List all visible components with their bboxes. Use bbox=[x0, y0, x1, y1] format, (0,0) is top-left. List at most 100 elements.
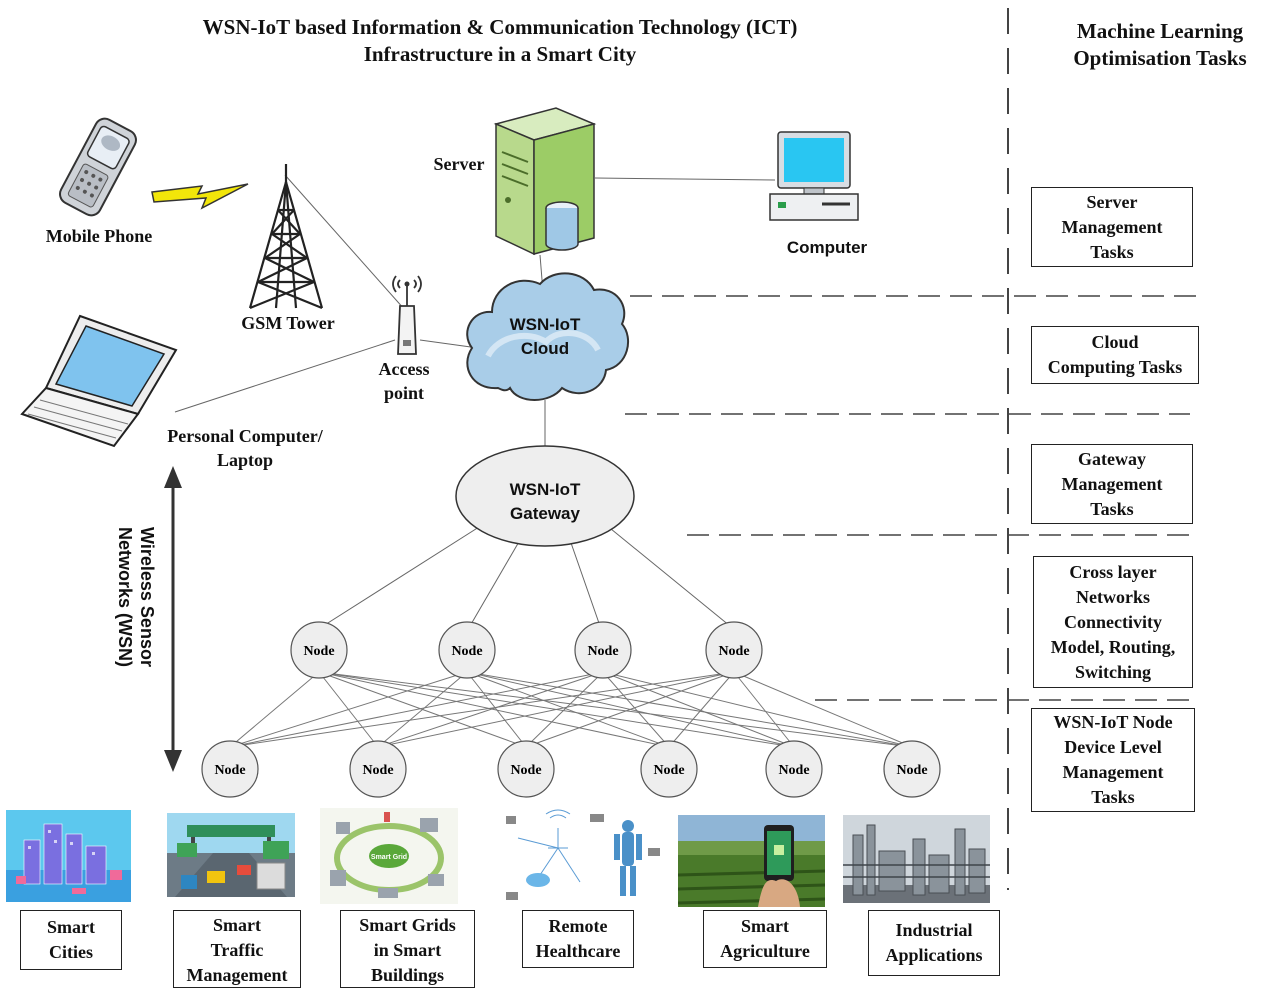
laptop-label-line1: Personal Computer/ bbox=[167, 426, 323, 446]
link-laptop-access bbox=[174, 339, 396, 413]
lower-node: Node bbox=[883, 740, 941, 798]
app-line: Smart bbox=[47, 917, 95, 937]
task-line: Server bbox=[1086, 191, 1138, 212]
node-label: Node bbox=[214, 763, 245, 778]
remote-healthcare-image bbox=[498, 808, 666, 908]
node-circle bbox=[883, 740, 941, 798]
task-box-node-device: WSN-IoT Node Device Level Management Tas… bbox=[1031, 708, 1195, 812]
side-title-line2: Optimisation Tasks bbox=[1073, 46, 1247, 70]
node-link bbox=[466, 671, 670, 748]
mobile-phone-label: Mobile Phone bbox=[45, 226, 153, 246]
gateway-label-line1: WSN-IoT bbox=[509, 480, 581, 499]
smart-agriculture-image bbox=[678, 815, 825, 907]
node-label: Node bbox=[896, 763, 927, 778]
node-link bbox=[377, 671, 735, 748]
node-link bbox=[377, 671, 604, 748]
task-box-cloud: Cloud Computing Tasks bbox=[1031, 326, 1199, 384]
task-line: Model, Routing, bbox=[1050, 636, 1176, 657]
side-title-line1: Machine Learning bbox=[1076, 19, 1244, 43]
cloud-label-line2: Cloud bbox=[520, 339, 570, 358]
node-link bbox=[229, 671, 604, 748]
laptop-label-line2: Laptop bbox=[216, 450, 274, 470]
app-line: Agriculture bbox=[720, 941, 810, 961]
task-line: Management bbox=[1061, 216, 1163, 237]
task-line: Tasks bbox=[1090, 498, 1134, 519]
node-link bbox=[229, 671, 320, 748]
node-link bbox=[602, 671, 913, 748]
node-circle bbox=[640, 740, 698, 798]
smart-cities-image bbox=[6, 810, 131, 902]
link-gateway-node1 bbox=[319, 519, 491, 629]
gateway-ellipse bbox=[455, 445, 635, 547]
task-line: Switching bbox=[1074, 661, 1151, 682]
app-line: Cities bbox=[49, 942, 93, 962]
wsn-arrow-head-top bbox=[164, 466, 182, 488]
node-circle bbox=[438, 621, 496, 679]
access-point-label: Access point bbox=[354, 357, 454, 405]
node-link bbox=[733, 671, 795, 748]
wsn-arrow-head-bottom bbox=[164, 750, 182, 772]
node-label: Node bbox=[587, 644, 618, 659]
node-circle bbox=[201, 740, 259, 798]
task-line: Management bbox=[1061, 473, 1163, 494]
mobile-phone-icon bbox=[59, 117, 137, 217]
node-circle bbox=[349, 740, 407, 798]
link-gateway-node3 bbox=[569, 539, 601, 627]
upper-node: Node bbox=[574, 621, 632, 679]
access-point-label-line1: Access bbox=[378, 359, 430, 379]
laptop-icon bbox=[20, 314, 178, 448]
smart-traffic-image bbox=[167, 813, 295, 897]
laptop-label: Personal Computer/ Laptop bbox=[150, 424, 340, 472]
node-circle bbox=[705, 621, 763, 679]
node-link bbox=[602, 671, 670, 748]
link-server-computer bbox=[594, 177, 776, 181]
smart-grid-image-text: Smart Grid bbox=[371, 854, 407, 861]
node-link bbox=[229, 671, 468, 748]
node-link bbox=[602, 671, 795, 748]
task-line: Cross layer bbox=[1069, 561, 1157, 582]
node-link bbox=[525, 671, 604, 748]
node-link bbox=[733, 671, 913, 748]
main-title-line2: Infrastructure in a Smart City bbox=[363, 42, 637, 66]
app-line: Smart bbox=[212, 915, 261, 935]
side-title: Machine Learning Optimisation Tasks bbox=[1030, 18, 1273, 72]
node-label: Node bbox=[451, 644, 482, 659]
app-line: Smart bbox=[741, 916, 789, 936]
node-label: Node bbox=[778, 763, 809, 778]
node-link bbox=[377, 671, 468, 748]
gateway-label: WSN-IoT Gateway bbox=[490, 478, 600, 526]
lower-node: Node bbox=[640, 740, 698, 798]
app-line: Management bbox=[186, 965, 288, 985]
industrial-applications-image bbox=[843, 815, 990, 903]
lightning-bolt-icon bbox=[151, 183, 249, 210]
task-line: Gateway bbox=[1078, 448, 1146, 469]
node-label: Node bbox=[510, 763, 541, 778]
access-point-icon bbox=[392, 275, 422, 355]
node-link bbox=[318, 671, 670, 748]
node-label: Node bbox=[653, 763, 684, 778]
app-line: Applications bbox=[885, 945, 983, 965]
cloud-label-line1: WSN-IoT bbox=[509, 315, 581, 334]
node-link bbox=[668, 671, 735, 748]
task-line: Cloud bbox=[1091, 332, 1139, 352]
task-line: Device Level bbox=[1064, 737, 1162, 757]
gsm-tower-label: GSM Tower bbox=[241, 313, 335, 333]
node-link bbox=[466, 671, 527, 748]
lower-node: Node bbox=[349, 740, 407, 798]
app-line: Traffic bbox=[210, 940, 264, 960]
gsm-tower-icon bbox=[248, 164, 324, 310]
node-circle bbox=[497, 740, 555, 798]
node-link bbox=[229, 671, 735, 748]
node-link bbox=[318, 671, 913, 748]
cloud-icon bbox=[466, 272, 630, 401]
app-line: Industrial bbox=[895, 920, 973, 940]
computer-label: Computer bbox=[786, 238, 868, 257]
